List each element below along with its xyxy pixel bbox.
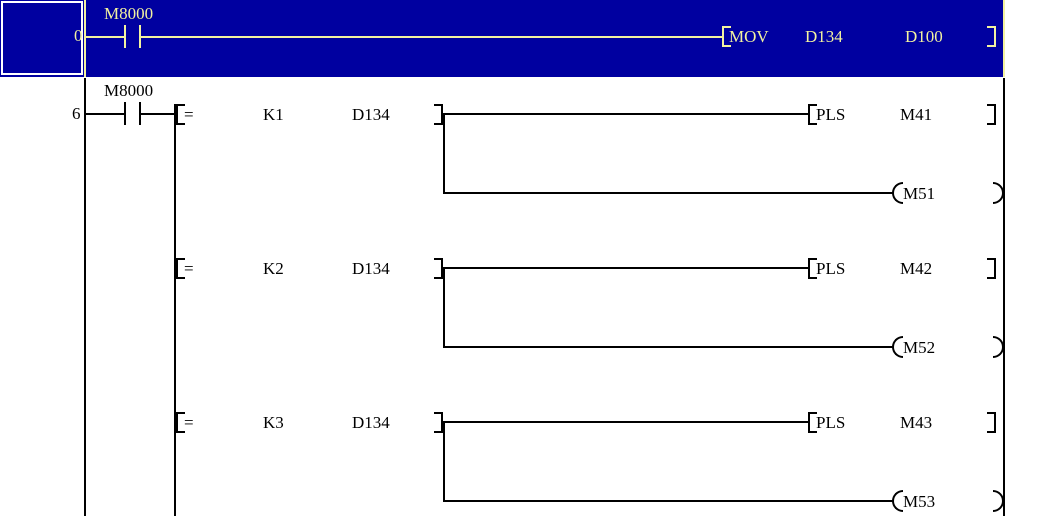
- branch-1-pls-mnemonic: PLS: [816, 105, 846, 124]
- branch-1-output-bus: [443, 113, 445, 194]
- rung-0-output-wire: [141, 36, 724, 38]
- branch-2-compare-close-bracket: [434, 258, 443, 279]
- branch-2-coil-left-paren: [892, 336, 903, 358]
- rung-0-right-power-rail: [1003, 0, 1005, 77]
- rung-0-cursor-box[interactable]: [1, 1, 83, 75]
- branch-2-pls-wire: [445, 267, 810, 269]
- branch-2-output-bus: [443, 267, 445, 348]
- branch-2-compare-open-bracket: [176, 258, 185, 279]
- rung-0-mov-close-bracket: [987, 26, 996, 47]
- branch-3-compare-operand-2: D134: [352, 413, 390, 432]
- rung-0-mov-operand-2: D100: [905, 27, 943, 46]
- branch-3-coil-left-paren: [892, 490, 903, 512]
- branch-3-compare-open-bracket: [176, 412, 185, 433]
- rung-6-contact-bar-left: [124, 102, 126, 125]
- branch-1-pls-wire: [445, 113, 810, 115]
- branch-3-pls-wire: [445, 421, 810, 423]
- branch-1-coil-left-paren: [892, 182, 903, 204]
- branch-2-compare-operator: =: [184, 259, 194, 278]
- branch-2-pls-mnemonic: PLS: [816, 259, 846, 278]
- rung-0-selection-highlight[interactable]: 0 M8000 MOV D134 D100: [0, 0, 1005, 77]
- rung-6-left-power-rail: [84, 78, 86, 516]
- rung-0-mov-open-bracket: [722, 26, 731, 47]
- rung-6-contact-bar-right: [139, 102, 141, 125]
- rung-0-mov-mnemonic: MOV: [729, 27, 769, 46]
- branch-2-compare-operand-1: K2: [263, 259, 284, 278]
- branch-3-compare-operator: =: [184, 413, 194, 432]
- rung-0-left-power-rail: [84, 0, 86, 77]
- rung-0-contact-label: M8000: [104, 4, 154, 23]
- rung-0-mov-operand-1: D134: [805, 27, 843, 46]
- branch-1-pls-open-bracket: [808, 104, 817, 125]
- branch-2-coil-operand: M52: [903, 338, 936, 357]
- rung-6-step-number: 6: [72, 104, 81, 123]
- branch-1-compare-operand-1: K1: [263, 105, 284, 124]
- branch-1-compare-operand-2: D134: [352, 105, 390, 124]
- branch-3-pls-operand: M43: [900, 413, 933, 432]
- branch-3-coil-wire: [445, 500, 893, 502]
- rung-0-contact-wire-left: [85, 36, 124, 38]
- rung-6-right-power-rail: [1003, 78, 1005, 516]
- rung-0-step-number: 0: [74, 26, 83, 45]
- branch-2-pls-open-bracket: [808, 258, 817, 279]
- branch-3-compare-operand-1: K3: [263, 413, 284, 432]
- branch-3-pls-close-bracket: [987, 412, 996, 433]
- rung-6-contact-wire-right: [141, 113, 176, 115]
- branch-2-compare-operand-2: D134: [352, 259, 390, 278]
- branch-1-pls-operand: M41: [900, 105, 933, 124]
- branch-1-coil-operand: M51: [903, 184, 936, 203]
- branch-1-compare-operator: =: [184, 105, 194, 124]
- rung-6-branch-bus: [174, 104, 176, 516]
- rung-6-contact-wire-left: [85, 113, 124, 115]
- branch-1-compare-close-bracket: [434, 104, 443, 125]
- branch-2-pls-close-bracket: [987, 258, 996, 279]
- branch-2-coil-wire: [445, 346, 893, 348]
- rung-0-contact-bar-left: [124, 25, 126, 48]
- branch-1-coil-wire: [445, 192, 893, 194]
- branch-1-pls-close-bracket: [987, 104, 996, 125]
- branch-3-compare-close-bracket: [434, 412, 443, 433]
- branch-3-pls-mnemonic: PLS: [816, 413, 846, 432]
- branch-3-coil-operand: M53: [903, 492, 936, 511]
- rung-0-contact-bar-right: [139, 25, 141, 48]
- rung-6-contact-label: M8000: [104, 81, 154, 100]
- branch-3-output-bus: [443, 421, 445, 502]
- branch-3-pls-open-bracket: [808, 412, 817, 433]
- branch-1-compare-open-bracket: [176, 104, 185, 125]
- branch-2-pls-operand: M42: [900, 259, 933, 278]
